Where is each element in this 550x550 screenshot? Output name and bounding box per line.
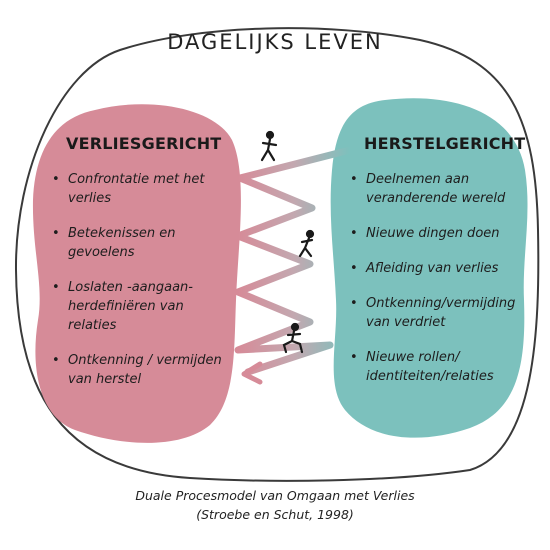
loss-orientation-heading: VERLIESGERICHT <box>66 134 222 153</box>
oscillation-arrow-head-icon <box>241 361 263 385</box>
list-item: • Ontkenning / vermijden van herstel <box>52 353 222 387</box>
crouching-figure-icon <box>282 322 304 354</box>
walking-figure-icon <box>260 130 278 162</box>
list-item: • Ontkenning/vermijding van verdriet <box>350 296 516 330</box>
bullet-icon: • <box>350 226 358 241</box>
loss-orientation-list: • Confrontatie met het verlies • Beteken… <box>52 170 222 389</box>
list-item: • Loslaten -aangaan-herdefiniëren van re… <box>52 280 193 333</box>
bullet-icon: • <box>52 280 60 295</box>
list-item: • Nieuwe dingen doen <box>350 226 500 241</box>
climbing-figure-icon <box>298 229 315 258</box>
restoration-orientation-heading: HERSTELGERICHT <box>364 134 526 153</box>
bullet-icon: • <box>52 353 60 368</box>
list-item: • Confrontatie met het verlies <box>52 172 205 206</box>
bullet-icon: • <box>350 350 358 365</box>
list-item: • Afleiding van verlies <box>350 261 499 276</box>
restoration-orientation-list: • Deelnemen aan veranderende wereld • Ni… <box>350 170 530 386</box>
bullet-icon: • <box>350 172 358 187</box>
list-item: • Deelnemen aan veranderende wereld <box>350 172 506 206</box>
list-item: • Nieuwe rollen/ identiteiten/relaties <box>350 350 494 384</box>
page-title: DAGELIJKS LEVEN <box>167 30 383 54</box>
bullet-icon: • <box>52 226 60 241</box>
bullet-icon: • <box>52 172 60 187</box>
figure-caption: Duale Procesmodel van Omgaan met Verlies… <box>0 486 550 524</box>
loss-orientation-blob <box>32 104 241 443</box>
daily-life-frame <box>14 27 540 482</box>
bullet-icon: • <box>350 296 358 311</box>
bullet-icon: • <box>350 261 358 276</box>
restoration-orientation-blob <box>330 98 528 438</box>
list-item: • Betekenissen en gevoelens <box>52 226 176 260</box>
caption-line-1: Duale Procesmodel van Omgaan met Verlies <box>135 488 415 503</box>
caption-line-2: (Stroebe en Schut, 1998) <box>196 507 354 522</box>
